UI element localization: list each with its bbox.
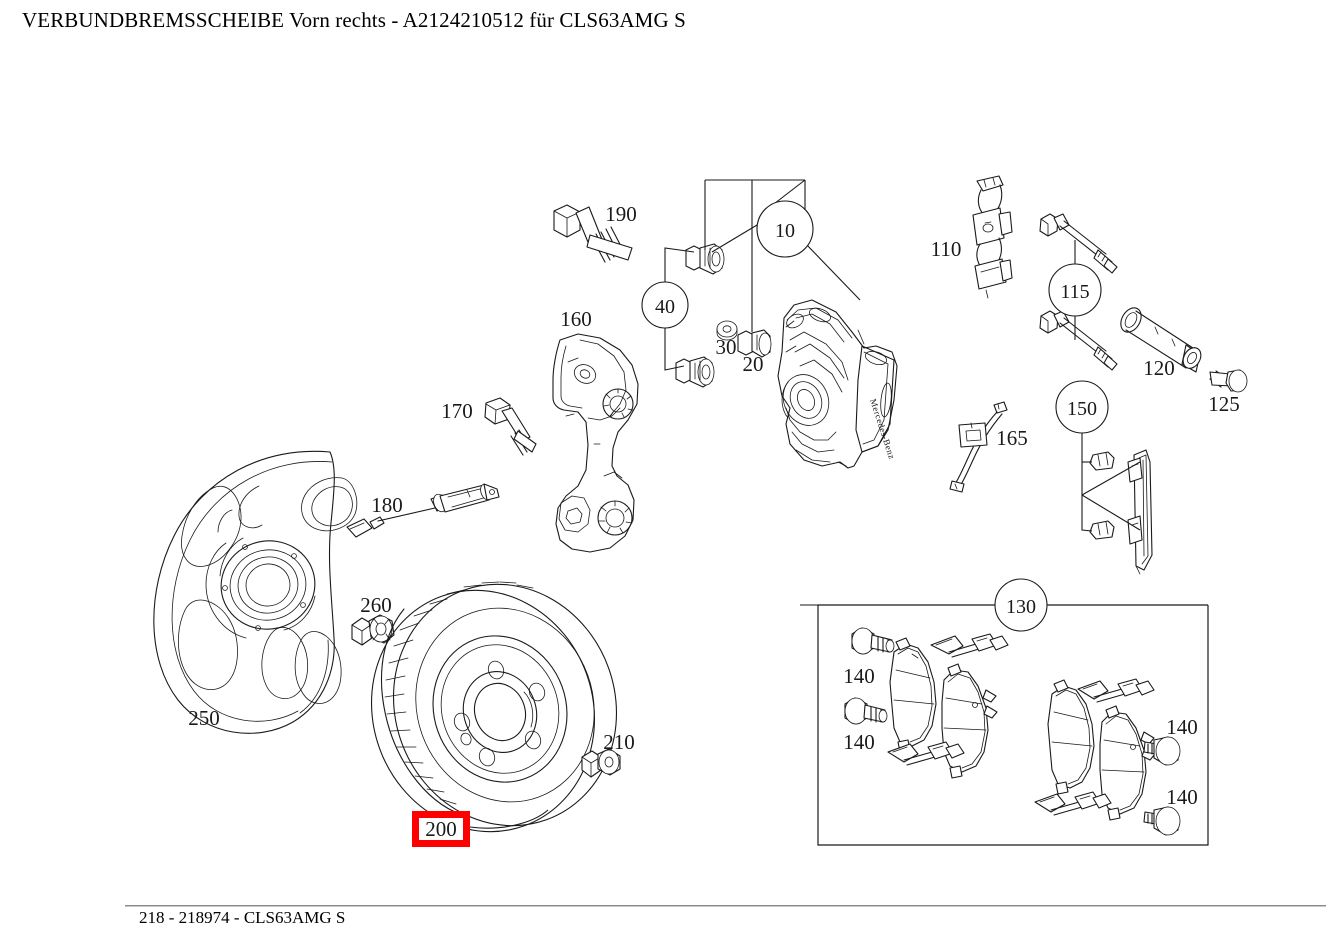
callout-20: 20 [743, 352, 764, 376]
callout-260: 260 [360, 593, 392, 617]
part-pad-bolt [851, 627, 895, 655]
callout-40: 40 [655, 296, 675, 318]
part-locating-screw [581, 748, 621, 778]
part-pad-bolt [1143, 736, 1181, 766]
callout-140-a: 140 [843, 664, 875, 688]
callout-110: 110 [931, 237, 962, 261]
part-guide-bolt [1120, 307, 1202, 373]
part-bleeder-valve [675, 243, 725, 388]
callout-30: 30 [716, 335, 737, 359]
callout-circles: 10 40 115 150 130 [641, 200, 1109, 632]
callout-250: 250 [188, 706, 220, 730]
part-brake-pad [1047, 679, 1095, 795]
part-brake-pad [889, 637, 937, 753]
callout-140-b: 140 [843, 730, 875, 754]
part-hub-bolt [351, 614, 395, 646]
part-brake-dust-shield [153, 450, 358, 734]
callout-200-highlight[interactable]: 200 [412, 811, 470, 847]
part-retaining-clip [1089, 449, 1153, 575]
callout-130: 130 [1006, 596, 1036, 618]
part-brake-caliper: Mercedes-Benz [777, 299, 898, 469]
part-pad-spring-clip [887, 741, 965, 766]
footer-text: 218 - 218974 - CLS63AMG S [139, 908, 346, 927]
part-cap [716, 320, 738, 341]
part-pad-bolt [844, 697, 888, 725]
callout-180: 180 [371, 493, 403, 517]
callout-190: 190 [605, 202, 637, 226]
brake-pad-set-box [817, 604, 1209, 846]
part-pad-spring-clip [1034, 791, 1112, 816]
callout-170: 170 [441, 399, 473, 423]
part-brake-wear-sensor [346, 483, 500, 538]
callout-10: 10 [775, 220, 795, 242]
part-screw-125 [1209, 369, 1248, 393]
part-pad-bolt [1143, 806, 1181, 836]
callout-120: 120 [1143, 356, 1175, 380]
part-brake-pad [941, 663, 998, 779]
part-brake-pad [1099, 705, 1156, 821]
callout-200-label: 200 [425, 816, 457, 841]
part-sensor-wire-bracket [949, 401, 1008, 493]
callout-210: 210 [603, 730, 635, 754]
callout-115: 115 [1060, 281, 1089, 303]
part-bleeder-screw [737, 329, 772, 358]
part-caliper-carrier [552, 333, 639, 553]
callout-150: 150 [1067, 398, 1097, 420]
page-title: VERBUNDBREMSSCHEIBE Vorn rechts - A21242… [22, 8, 686, 32]
part-pad-spring-clip [930, 633, 1009, 658]
part-pad-spring-clip [1077, 678, 1155, 703]
footer-divider [125, 905, 1326, 907]
part-hex-bolt [484, 397, 537, 456]
part-brake-disc [370, 581, 618, 833]
callout-140-c: 140 [1166, 715, 1198, 739]
part-spring-clip-bracket [972, 175, 1013, 299]
callout-165: 165 [996, 426, 1028, 450]
part-bolt-190 [553, 204, 633, 263]
callout-160: 160 [560, 307, 592, 331]
part-guide-pin [1039, 213, 1118, 371]
callout-125: 125 [1208, 392, 1240, 416]
callout-140-d: 140 [1166, 785, 1198, 809]
